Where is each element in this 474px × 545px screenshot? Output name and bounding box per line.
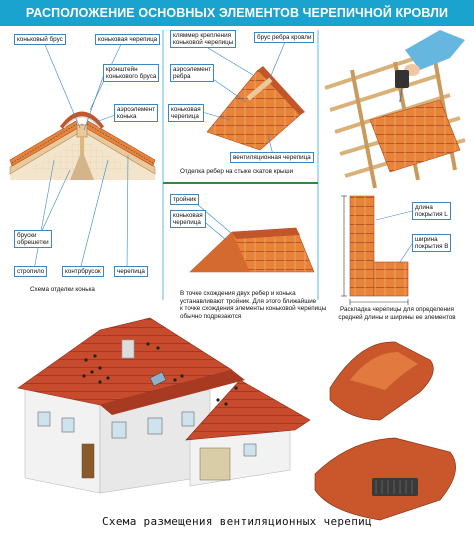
label-clamp: кляммер крепления коньковой черепицы [170, 30, 237, 49]
hip-junction-illustration [194, 41, 305, 156]
label-hip-aero-line1: аэроэлемент [173, 65, 212, 73]
label-tee-ridge-tile: коньковая черепица [170, 210, 206, 229]
label-width-line2: покрытия B [415, 243, 449, 251]
label-hip-aero-line2: ребра [173, 73, 191, 81]
house-illustration [17, 317, 311, 494]
caption-tee: В точке схождения двух ребер и конька ус… [180, 290, 326, 320]
label-vent-tile: вентиляционная черепица [230, 152, 314, 163]
caption-tee-line4: обычно подрезаются [180, 312, 242, 320]
caption-tee-line2: устанавливают тройник. Для этого ближайш… [180, 297, 317, 305]
label-tee: тройник [170, 194, 200, 205]
label-hip-beam: брус ребра кровли [254, 32, 315, 43]
caption-layout-line1: Раскладка черепицы для определения [340, 306, 454, 313]
caption-tee-line1: В точке схождения двух ребер и конька [180, 290, 296, 297]
caption-vent-tiles-scheme: Схема размещения вентиляционных черепиц [102, 515, 372, 528]
label-ridge-aero-line2: конька [117, 113, 137, 121]
label-ridge-beam: коньковый брус [14, 34, 66, 45]
label-ridge-tile: коньковая черепица [95, 34, 161, 45]
caption-layout: Раскладка черепицы для определения средн… [320, 306, 474, 321]
label-battens-line1: бруски [17, 231, 37, 239]
ridge-section-illustration [9, 39, 156, 271]
label-hip-ridge-tile-line1: коньковая [171, 105, 201, 113]
label-tee-ridge-tile-line2: черепица [173, 219, 201, 227]
label-hip-ridge-tile-line2: черепица [171, 113, 199, 121]
label-counter-batten: контрбрусок [62, 266, 104, 277]
header-bar: РАСПОЛОЖЕНИЕ ОСНОВНЫХ ЭЛЕМЕНТОВ ЧЕРЕПИЧН… [0, 0, 474, 26]
vent-tile-product-images [314, 341, 456, 521]
label-ridge-bracket-line2: конькового бруса [106, 73, 157, 81]
label-length: длина покрытия L [412, 202, 451, 221]
page-title: РАСПОЛОЖЕНИЕ ОСНОВНЫХ ЭЛЕМЕНТОВ ЧЕРЕПИЧН… [25, 6, 449, 20]
label-length-line2: покрытия L [415, 211, 448, 219]
label-rafter: стропило [14, 266, 48, 277]
label-hip-aero: аэроэлемент ребра [170, 64, 215, 83]
label-width: ширина покрытия B [412, 234, 452, 253]
tee-illustration [189, 197, 315, 273]
label-width-line1: ширина [415, 235, 438, 243]
label-battens-line2: обрешетки [17, 239, 49, 247]
label-ridge-bracket: кронштейн конькового бруса [103, 64, 160, 83]
label-battens: бруски обрешетки [14, 230, 52, 249]
label-clamp-line2: коньковой черепицы [173, 39, 234, 47]
caption-layout-line2: средней длины и ширины ее элементов [338, 313, 456, 321]
caption-ridge-finishing: Схема отделки конька [30, 286, 95, 293]
label-tile: черепица [114, 266, 148, 277]
label-ridge-aero-line1: аэроэлемент [117, 105, 156, 113]
label-ridge-bracket-line1: кронштейн [106, 65, 138, 73]
label-length-line1: длина [415, 203, 433, 211]
caption-tee-line3: к точке схождения элементы коньковой чер… [180, 305, 327, 313]
label-tee-ridge-tile-line1: коньковая [173, 211, 203, 219]
roof-worker-illustration [324, 30, 466, 189]
label-clamp-line1: кляммер крепления [173, 31, 232, 39]
label-ridge-aero: аэроэлемент конька [114, 104, 159, 123]
tile-layout-illustration [341, 195, 413, 305]
caption-hip-finishing: Отделка ребер на стыке скатов крыши [180, 168, 294, 175]
label-hip-ridge-tile: коньковая черепица [168, 104, 204, 123]
